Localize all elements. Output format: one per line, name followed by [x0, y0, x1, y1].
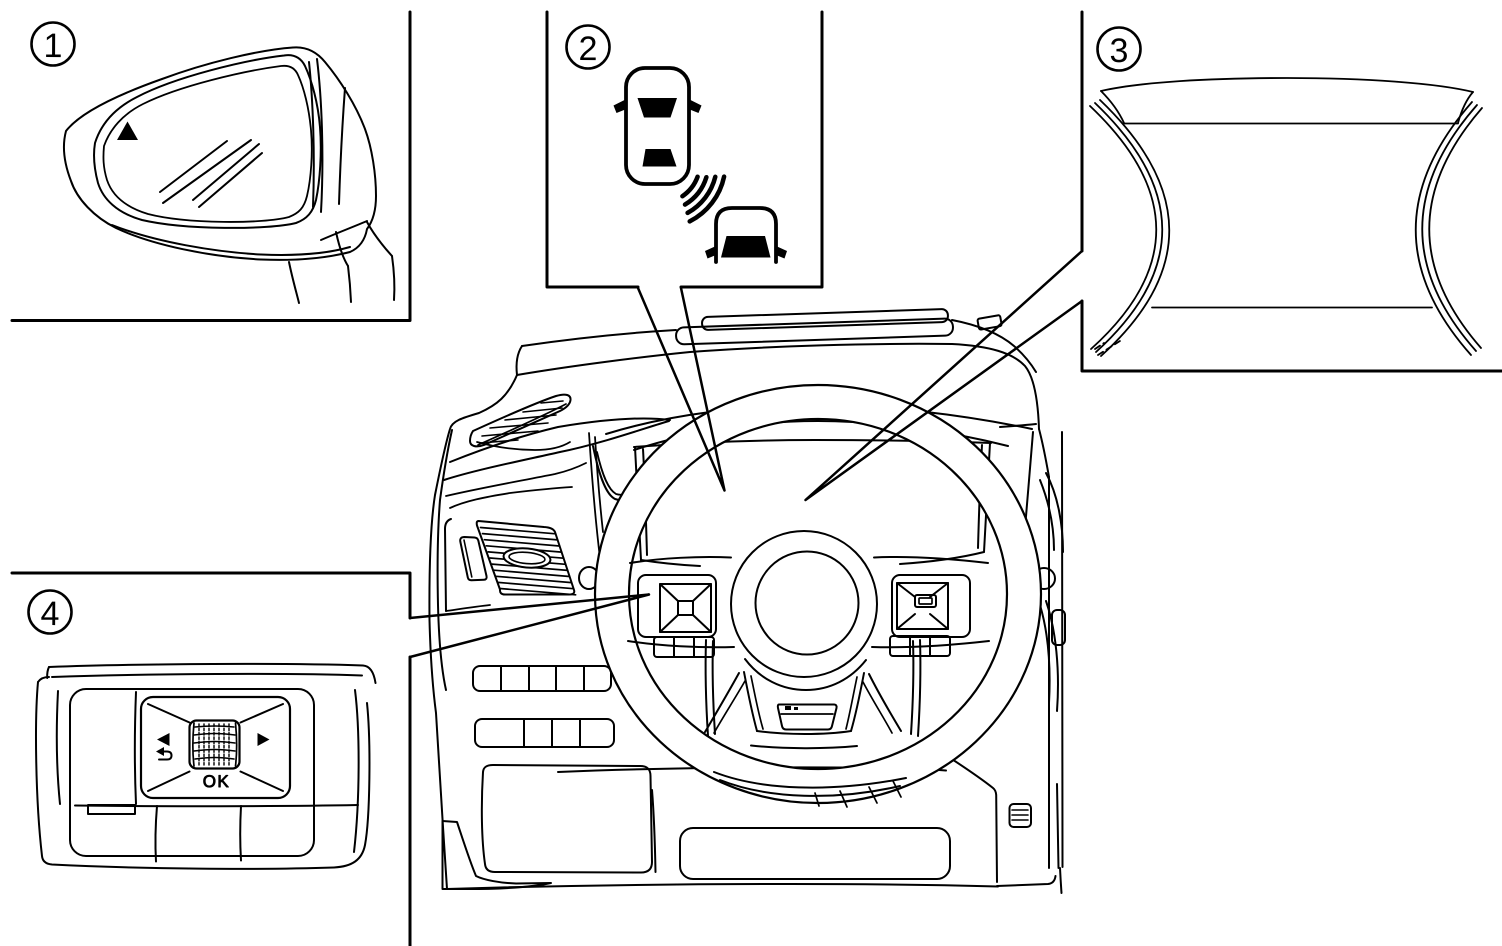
svg-text:2: 2	[578, 30, 597, 68]
svg-text:OK: OK	[203, 772, 231, 791]
svg-text:4: 4	[40, 595, 59, 633]
svg-text:3: 3	[1109, 32, 1128, 70]
svg-text:1: 1	[43, 27, 62, 65]
